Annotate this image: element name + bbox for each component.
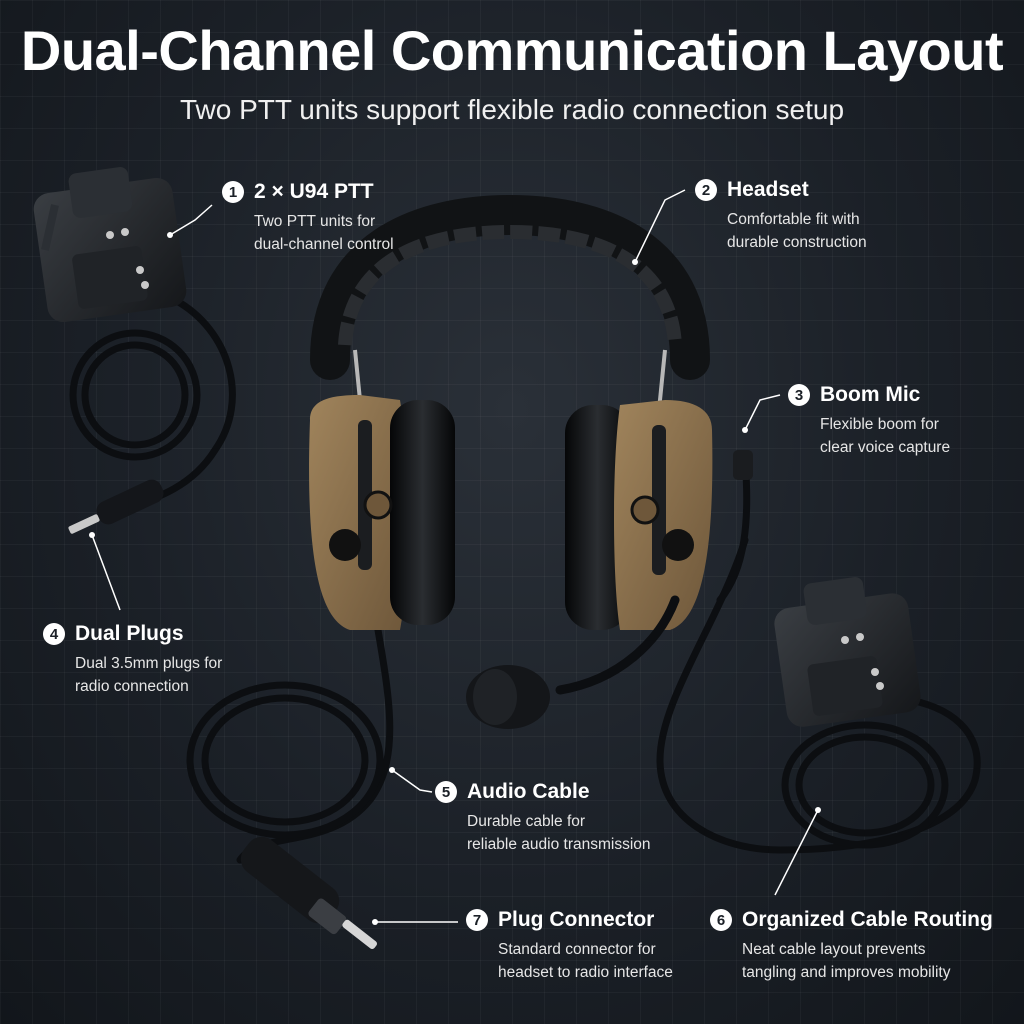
callout-desc-line: reliable audio transmission xyxy=(467,836,651,853)
main-plug-image xyxy=(240,836,378,950)
callout-number-badge: 1 xyxy=(222,181,244,203)
callout-boom-mic: 3 Boom Mic Flexible boom for clear voice … xyxy=(788,383,950,459)
callout-number-badge: 2 xyxy=(695,179,717,201)
callout-title: Audio Cable xyxy=(467,780,590,803)
callout-title: Dual Plugs xyxy=(75,622,184,645)
callout-title: Organized Cable Routing xyxy=(742,908,993,931)
callout-dual-plugs: 4 Dual Plugs Dual 3.5mm plugs for radio c… xyxy=(43,622,222,698)
left-ptt-unit-image xyxy=(33,167,187,323)
callout-plug-connector: 7 Plug Connector Standard connector for h… xyxy=(466,908,673,984)
right-ptt-unit-image xyxy=(774,577,921,727)
callout-desc-line: dual-channel control xyxy=(254,236,394,253)
right-ptt-cable xyxy=(656,536,981,854)
left-earcup-image xyxy=(309,395,455,630)
callout-title: Headset xyxy=(727,178,809,201)
callout-desc-line: Comfortable fit with xyxy=(727,211,860,228)
boom-mic-image xyxy=(466,450,753,729)
callout-leader-lines xyxy=(91,189,819,923)
callout-desc-line: radio connection xyxy=(75,678,189,695)
page-title: Dual-Channel Communication Layout xyxy=(20,19,1004,82)
callout-title: Boom Mic xyxy=(820,383,921,406)
callout-desc-line: headset to radio interface xyxy=(498,964,673,981)
callout-cable-routing: 6 Organized Cable Routing Neat cable lay… xyxy=(710,908,993,984)
callout-desc-line: tangling and improves mobility xyxy=(742,964,951,981)
callout-number-badge: 5 xyxy=(435,781,457,803)
callout-title: 2 × U94 PTT xyxy=(254,180,374,203)
callout-desc-line: Durable cable for xyxy=(467,813,586,830)
callout-ptt: 1 2 × U94 PTT Two PTT units for dual-chan… xyxy=(222,180,394,256)
left-ptt-cable xyxy=(69,296,236,514)
callout-audio-cable: 5 Audio Cable Durable cable for reliable … xyxy=(435,780,651,856)
left-plug-image xyxy=(68,479,164,534)
callout-number-badge: 4 xyxy=(43,623,65,645)
callout-title: Plug Connector xyxy=(498,908,655,931)
callout-desc-line: Neat cable layout prevents xyxy=(742,941,926,958)
callout-number-badge: 3 xyxy=(788,384,810,406)
callout-desc-line: Standard connector for xyxy=(498,941,656,958)
callout-number-badge: 6 xyxy=(710,909,732,931)
callout-dots xyxy=(89,232,821,925)
callout-desc-line: Flexible boom for xyxy=(820,416,939,433)
page-subtitle: Two PTT units support flexible radio con… xyxy=(179,94,845,125)
callout-headset: 2 Headset Comfortable fit with durable co… xyxy=(695,178,867,254)
callout-desc-line: durable construction xyxy=(727,234,867,251)
callout-desc-line: clear voice capture xyxy=(820,439,951,456)
callout-desc-line: Dual 3.5mm plugs for xyxy=(75,655,223,672)
callout-desc-line: Two PTT units for xyxy=(254,213,376,230)
callout-number-badge: 7 xyxy=(466,909,488,931)
right-earcup-image xyxy=(565,400,713,630)
